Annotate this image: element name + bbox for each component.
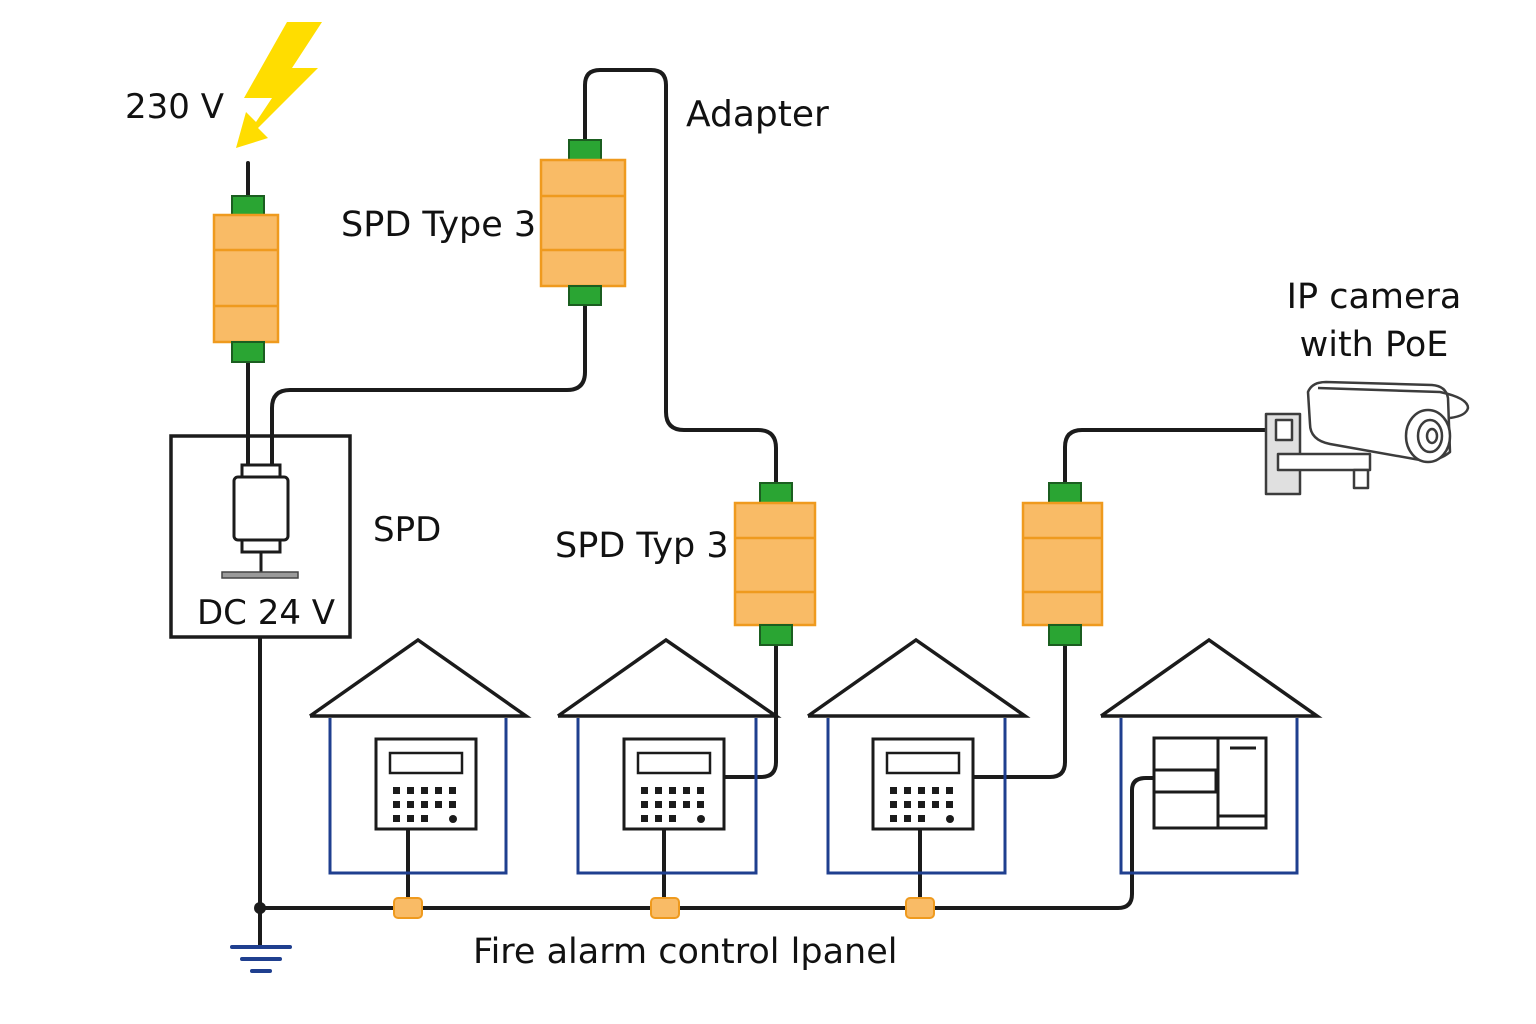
terminal-bottom [568,285,602,306]
spd-body [539,158,627,288]
spd-body [733,501,817,627]
house-wall [826,718,1007,875]
bus-protector-3 [905,897,935,919]
house-4 [1099,637,1323,875]
house-wall [328,718,508,875]
label-fire-alarm: Fire alarm control lpanel [473,932,897,972]
bus-junction-dot [254,902,266,914]
wire-bus [258,776,1218,910]
arrester-cap-top [240,463,282,479]
wire-camera-to-spd [1063,428,1270,485]
house-3 [806,637,1031,875]
house-roof [806,637,1031,718]
house-roof [1099,637,1323,718]
terminal-bottom [759,624,793,646]
terminal-bottom [1048,624,1082,646]
wire-top-spd-to-box [270,303,587,467]
label-spd-typ3-middle: SPD Typ 3 [555,526,729,566]
house-2 [556,637,782,875]
arrester-body [232,475,290,542]
house-wall [1119,718,1299,875]
label-230v: 230 V [125,87,224,127]
terminal-top [231,195,265,216]
spd-module-middle [733,482,817,646]
bus-protector-2 [650,897,680,919]
wire-adapter-loop [583,68,778,485]
spd-box-frame [169,434,352,639]
ip-camera-icon [1264,380,1470,496]
spd-body [1021,501,1104,627]
terminal-top [759,482,793,504]
label-spd: SPD [373,510,441,550]
arrester-ground-plate [221,571,299,579]
house-1 [308,637,532,875]
arrester-cap-bottom [240,538,282,554]
terminal-top [568,139,602,161]
bus-protector-1 [393,897,423,919]
control-cabinet-icon [1152,736,1268,830]
wiring [246,68,1270,947]
spd-module-left [212,195,280,363]
spd-module-right [1021,482,1104,646]
label-ip-camera-line2: with PoE [1300,325,1449,365]
fire-alarm-panel-icon [622,737,726,831]
spd-module-top [539,139,627,306]
wire-right-spd-to-panel [970,643,1067,779]
ground-symbol-icon [230,945,292,973]
house-roof [308,637,532,718]
label-ip-camera-line1: IP camera [1287,277,1462,317]
house-roof [556,637,782,718]
label-adapter: Adapter [686,94,829,135]
wire-mid-spd-to-panel [720,643,778,779]
terminal-bottom [231,341,265,363]
label-spd-type3-top: SPD Type 3 [341,205,536,245]
house-wall [576,718,758,875]
lightning-bolt-icon [236,22,322,148]
label-dc-24v: DC 24 V [197,593,335,633]
fire-alarm-panel-icon [871,737,975,831]
fire-alarm-panel-icon [374,737,478,831]
terminal-top [1048,482,1082,504]
spd-body [212,213,280,344]
spd-power-box [169,434,352,639]
